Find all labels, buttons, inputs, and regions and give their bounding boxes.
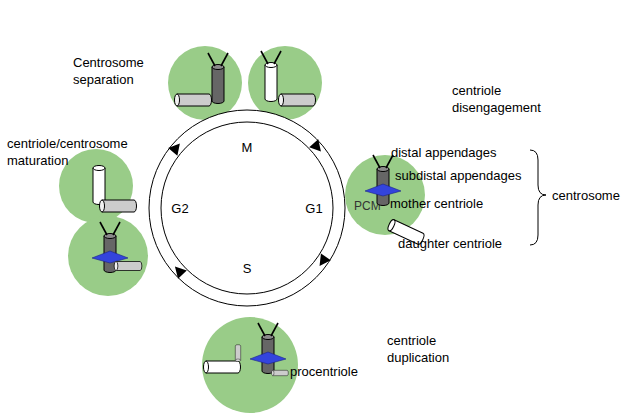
phase-label: S: [243, 260, 252, 277]
mother-centriole: [265, 63, 277, 102]
mother-centriole: [262, 335, 274, 374]
annotation-label: mother centriole: [390, 195, 483, 212]
pcm-circle: [248, 46, 322, 120]
subdistal-appendages: [365, 184, 401, 196]
annotation-label: centriole/centrosome maturation: [7, 135, 137, 169]
phase-label: G1: [305, 200, 322, 217]
daughter-centriole: [100, 200, 137, 212]
daughter-centriole: [175, 94, 212, 106]
phase-label: M: [242, 139, 253, 156]
arrowhead: [171, 263, 187, 279]
subdistal-appendages: [250, 352, 286, 364]
procentriole: [235, 345, 240, 362]
curly-bracket: [530, 150, 546, 245]
pcm-circle: [345, 155, 425, 235]
subdistal-appendages: [92, 251, 128, 263]
procentriole: [235, 345, 240, 362]
annotation-label: procentriole: [290, 363, 358, 380]
node-outline: [345, 155, 425, 235]
pcm-circle: PCM: [345, 155, 425, 235]
annotation-label: Centrosome separation: [73, 54, 155, 88]
procentriole: [272, 370, 289, 375]
phase-label: G2: [171, 200, 188, 217]
mother-centriole: [104, 234, 116, 273]
pcm-circle: [202, 317, 298, 413]
ring-outer: [149, 110, 345, 306]
mother-centriole: [93, 166, 105, 205]
arrowhead: [309, 139, 325, 155]
annotation-label: subdistal appendages: [395, 167, 522, 184]
daughter-centriole: [204, 361, 241, 373]
pcm-circle: [168, 46, 242, 120]
pcm-circle: [59, 149, 133, 223]
annotation-label: centrosome: [552, 187, 620, 204]
daughter-centriole: [279, 94, 316, 106]
cell-cycle-ring: M G2 G1S: [148, 109, 346, 307]
ring-inner: [161, 122, 333, 294]
distal-appendages: [258, 323, 278, 336]
annotation-label: daughter centriole: [398, 235, 502, 252]
cycle-arrowheads: [168, 139, 331, 278]
distal-appendages: [261, 51, 281, 64]
procentriole: [272, 370, 289, 375]
pcm-circle: [68, 216, 148, 296]
mother-centriole: [377, 167, 389, 206]
annotation-label: centriole disengagement: [452, 82, 552, 116]
distal-appendages: [208, 53, 228, 66]
distal-appendages: [373, 155, 393, 168]
daughter-centriole: [114, 262, 142, 271]
daughter-centriole: [114, 262, 142, 271]
arrowhead: [315, 253, 331, 269]
annotation-label: centriole duplication: [387, 332, 467, 366]
annotation-label: distal appendages: [391, 144, 497, 161]
pcm-label: PCM: [354, 198, 381, 215]
distal-appendages: [100, 222, 120, 235]
mother-centriole: [212, 65, 224, 104]
arrowhead: [168, 140, 184, 156]
